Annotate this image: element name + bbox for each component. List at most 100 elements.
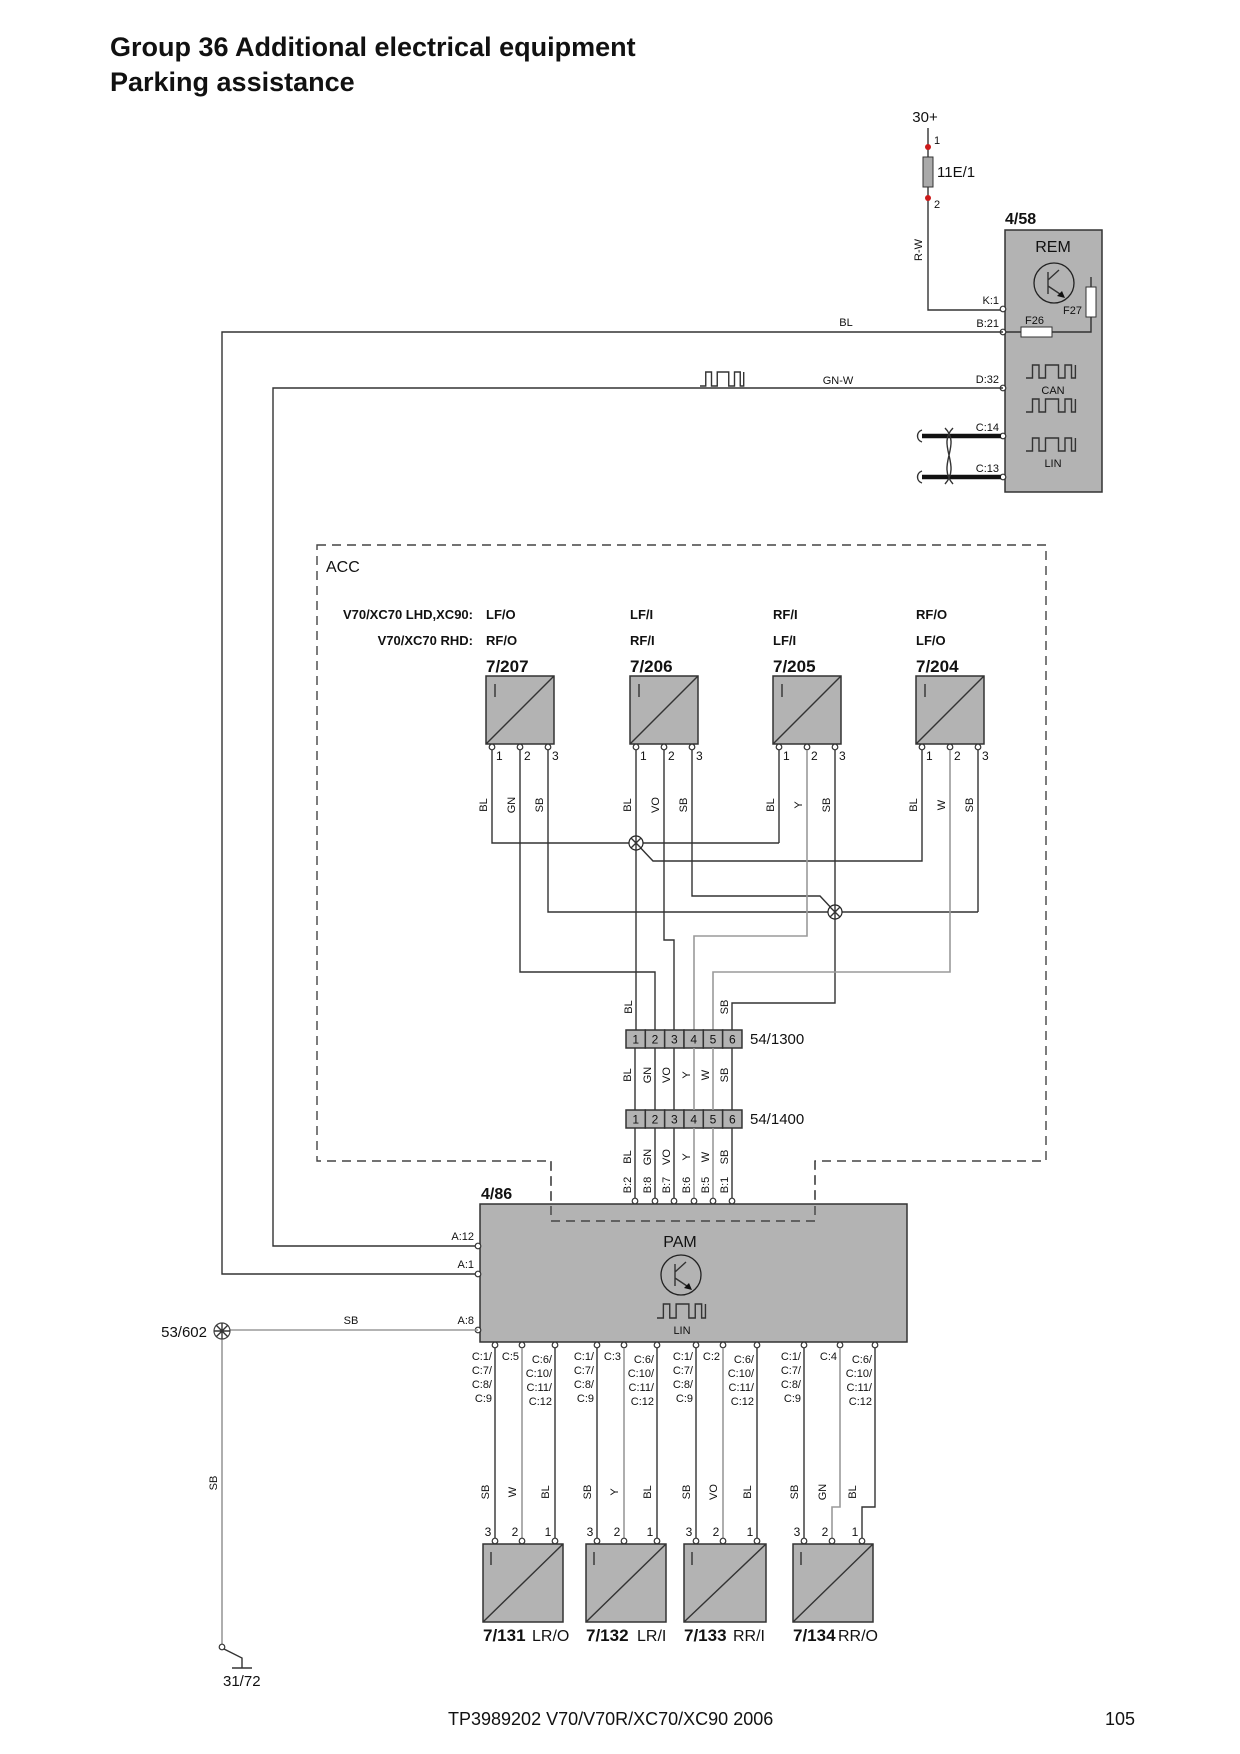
wire-color-label: Y bbox=[681, 1153, 693, 1161]
connector-pin-number: 4 bbox=[690, 1113, 697, 1127]
splice-icon bbox=[829, 905, 841, 919]
rem-pin-label: D:32 bbox=[976, 374, 999, 386]
label: 2 bbox=[934, 199, 940, 211]
sensor-diagonal bbox=[585, 1543, 667, 1623]
sensor-position: LR/I bbox=[637, 1628, 666, 1645]
pam-pin-label: C:10/ bbox=[728, 1368, 755, 1380]
wire-color-label: W bbox=[936, 799, 948, 810]
pam-pin-label: C:8/ bbox=[574, 1379, 595, 1391]
lin-signal-icon bbox=[1026, 437, 1077, 452]
sensor-pin bbox=[688, 743, 696, 751]
transistor-icon bbox=[660, 1254, 702, 1296]
ground-pin bbox=[218, 1643, 226, 1651]
wire-color-label: BL bbox=[765, 798, 777, 811]
pam-pin-label: C:3 bbox=[604, 1351, 621, 1363]
wire-w bbox=[712, 750, 951, 1030]
label: 1 bbox=[934, 135, 940, 147]
wire-bl-feed bbox=[221, 331, 1003, 1275]
pin-number: 3 bbox=[794, 1525, 801, 1539]
pam-pin-label: C:6/ bbox=[852, 1354, 873, 1366]
wire-color-label: BL bbox=[839, 317, 852, 329]
pam-pin-label: A:12 bbox=[451, 1231, 474, 1243]
pam-id: 4/86 bbox=[481, 1186, 512, 1203]
pam-pin bbox=[728, 1197, 736, 1205]
sensor-id: 7/134 bbox=[793, 1626, 836, 1645]
pin-terminal bbox=[925, 144, 931, 150]
wire-color-label: W bbox=[700, 1069, 712, 1080]
pin-number: 1 bbox=[496, 749, 503, 763]
pam-pin-label: C:12 bbox=[631, 1396, 654, 1408]
pam-pin-label: B:6 bbox=[681, 1177, 693, 1194]
wire-color-label: W bbox=[507, 1486, 519, 1497]
pam-pin bbox=[491, 1341, 499, 1349]
sensor-position: RR/I bbox=[733, 1628, 765, 1645]
pam-pin bbox=[653, 1341, 661, 1349]
wire-color-label: SB bbox=[681, 1485, 693, 1500]
sensor-pin bbox=[692, 1537, 700, 1545]
pam-pin-label: C:9 bbox=[784, 1393, 801, 1405]
wire bbox=[519, 750, 656, 1030]
variant-row-label: V70/XC70 RHD: bbox=[378, 633, 473, 648]
wire-color-label: BL bbox=[622, 1068, 634, 1081]
sensor-pin bbox=[858, 1537, 866, 1545]
pam-pin bbox=[518, 1341, 526, 1349]
sensor-pin bbox=[544, 743, 552, 751]
sensor-pin bbox=[753, 1537, 761, 1545]
sensor-id: 7/132 bbox=[586, 1626, 629, 1645]
wire-color-label: BL bbox=[622, 798, 634, 811]
page-subtitle: Parking assistance bbox=[110, 67, 355, 97]
wire-break-icon bbox=[916, 429, 923, 484]
supply-wire-r-w bbox=[927, 128, 1003, 311]
pam-module bbox=[479, 1203, 908, 1343]
pin-number: 3 bbox=[982, 749, 989, 763]
rem-pin-label: C:14 bbox=[976, 422, 999, 434]
sensor-id: 7/204 bbox=[916, 657, 959, 676]
pam-pin-label: C:7/ bbox=[574, 1365, 595, 1377]
can-signal-icon bbox=[1026, 398, 1077, 413]
pam-pin-label: C:9 bbox=[577, 1393, 594, 1405]
fuse-f26 bbox=[1020, 326, 1053, 338]
connector-pin-number: 1 bbox=[632, 1113, 639, 1127]
sensor-pin bbox=[660, 743, 668, 751]
sensor-diagonal bbox=[485, 675, 555, 745]
pam-pin bbox=[692, 1341, 700, 1349]
ground-icon bbox=[223, 1648, 252, 1669]
pin-number: 1 bbox=[640, 749, 647, 763]
splice-label: 53/602 bbox=[161, 1324, 207, 1341]
wire bbox=[731, 750, 836, 1030]
rem-pin-label: K:1 bbox=[982, 295, 999, 307]
wire-sb-ground bbox=[221, 1329, 478, 1647]
transistor-arrow-icon bbox=[684, 1283, 692, 1290]
connector-pin-number: 6 bbox=[729, 1033, 736, 1047]
wire-color-label: BL bbox=[742, 1485, 754, 1498]
sensor-pin bbox=[653, 1537, 661, 1545]
connector-pin-number: 3 bbox=[671, 1033, 678, 1047]
sensor-diagonal bbox=[482, 1543, 564, 1623]
wire-color-label: BL bbox=[908, 798, 920, 811]
sensor-pin bbox=[946, 743, 954, 751]
wire-color-label: SB bbox=[582, 1485, 594, 1500]
wire-color-label: SB bbox=[719, 1000, 731, 1015]
pam-pin bbox=[474, 1270, 482, 1278]
connector-pin-number: 5 bbox=[710, 1033, 717, 1047]
pam-pin-label: C:7/ bbox=[673, 1365, 694, 1377]
pam-pin-label: C:9 bbox=[475, 1393, 492, 1405]
sensor-position-lhd: RF/I bbox=[773, 607, 798, 622]
wire-color-label: BL bbox=[478, 798, 490, 811]
transistor-arrow-icon bbox=[1057, 291, 1065, 298]
pam-pin-label: C:8/ bbox=[673, 1379, 694, 1391]
pam-pin bbox=[670, 1197, 678, 1205]
pam-pin bbox=[800, 1341, 808, 1349]
pin-terminal bbox=[925, 195, 931, 201]
ground-label: 31/72 bbox=[223, 1673, 261, 1690]
wire bbox=[547, 750, 979, 913]
sensor-position-rhd: RF/I bbox=[630, 633, 655, 648]
wire-color-label: GN bbox=[506, 797, 518, 814]
pam-pin-label: C:11/ bbox=[629, 1382, 655, 1394]
wire-color-label: SB bbox=[719, 1150, 731, 1165]
pin-number: 1 bbox=[545, 1525, 552, 1539]
wire-color-label: BL bbox=[622, 1150, 634, 1163]
wire-color-label: W bbox=[700, 1151, 712, 1162]
pin-number: 2 bbox=[822, 1525, 829, 1539]
pam-pin-label: C:7/ bbox=[781, 1365, 802, 1377]
